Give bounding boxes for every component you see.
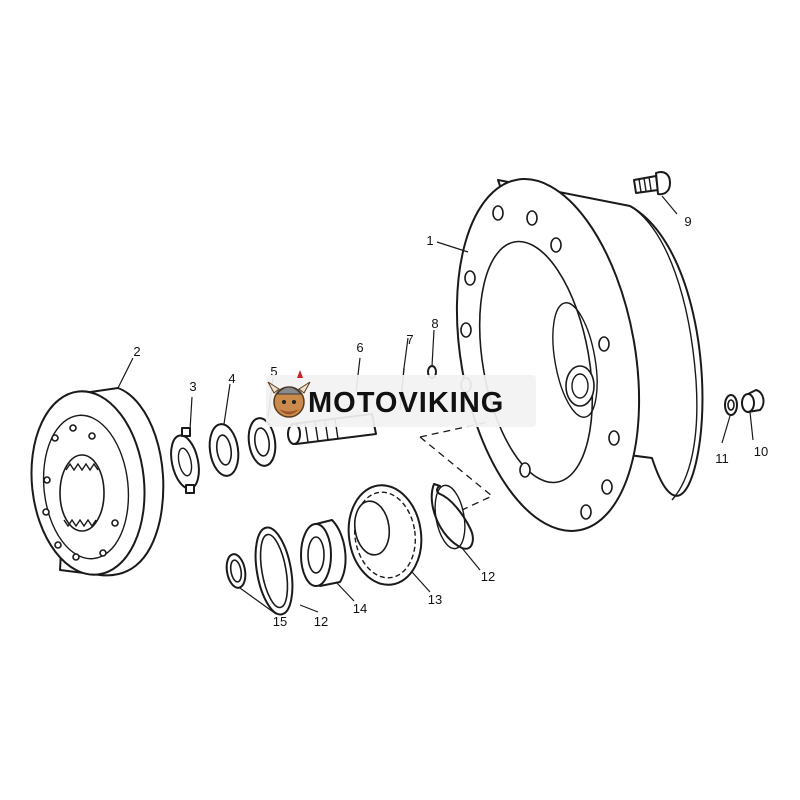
part-4-thrust-washer: [208, 423, 240, 477]
callout-14: 14: [353, 601, 367, 616]
callout-7: 7: [406, 332, 413, 347]
callout-12-right: 12: [481, 569, 495, 584]
callout-1: 1: [426, 233, 433, 248]
callout-5: 5: [270, 364, 277, 379]
part-12-snap-ring-left: [254, 526, 294, 616]
callout-15: 15: [273, 614, 287, 629]
watermark-text: MOTOVIKING: [308, 387, 504, 419]
part-1-housing: [455, 178, 704, 532]
callout-2: 2: [133, 344, 140, 359]
part-5-washer: [247, 417, 277, 467]
part-14-bearing: [300, 519, 347, 587]
part-9-bolt: [633, 171, 671, 196]
viking-mascot-icon: [267, 370, 311, 418]
callout-6: 6: [356, 340, 363, 355]
callout-10: 10: [754, 444, 768, 459]
callout-3: 3: [189, 379, 196, 394]
callout-4: 4: [228, 371, 235, 386]
part-3-lock-plate: [170, 427, 200, 494]
callout-12-left: 12: [314, 614, 328, 629]
watermark-band: [266, 375, 536, 427]
part-11-seal-ring: [724, 394, 738, 416]
callout-9: 9: [684, 214, 691, 229]
part-15-circlip: [225, 553, 247, 589]
part-13-gear: [347, 484, 423, 586]
callout-11: 11: [715, 451, 729, 466]
part-2-hub: [30, 387, 165, 577]
watermark: MOTOVIKING: [266, 370, 536, 427]
part-12-snap-ring-right: [430, 483, 474, 550]
callout-8: 8: [431, 316, 438, 331]
callout-13: 13: [428, 592, 442, 607]
part-10-plug: [741, 389, 765, 413]
